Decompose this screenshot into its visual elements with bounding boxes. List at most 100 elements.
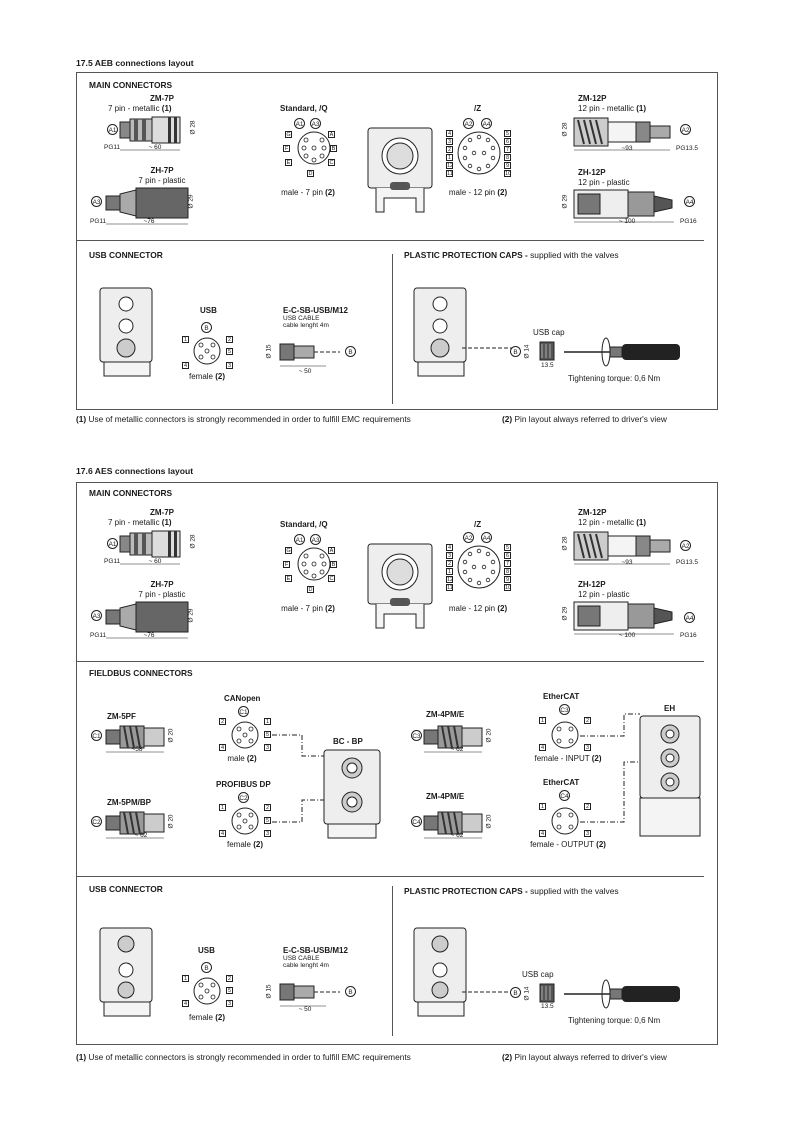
tag-c3: C3 xyxy=(559,704,570,715)
z-pin-7: 7 xyxy=(504,146,511,153)
ecsb-name: E-C-SB-USB/M12 xyxy=(283,946,348,955)
ecat2-pin-4: 4 xyxy=(539,830,546,837)
zh12p-desc: 12 pin - plastic xyxy=(578,590,630,599)
tag-c2: C2 xyxy=(238,792,249,803)
usb-connector-header: USB CONNECTOR xyxy=(89,250,163,260)
zm12p-dia: Ø 28 xyxy=(561,122,569,137)
cap-len: 13.5 xyxy=(541,362,554,369)
z-pin-2: 2 xyxy=(446,560,453,567)
ecat2-pin-3: 3 xyxy=(584,830,591,837)
tag-c4: C4 xyxy=(559,790,570,801)
tag-a3: A3 xyxy=(91,196,102,207)
tag-b-usb: B xyxy=(201,322,212,333)
canopen-pin-2: 2 xyxy=(219,718,226,725)
profibus-pin-5: 5 xyxy=(264,817,271,824)
canopen-pin-1: 1 xyxy=(264,718,271,725)
pin-g: G xyxy=(285,131,292,138)
usb-cap-drawing xyxy=(539,341,555,361)
std-caption: male - 7 pin (2) xyxy=(281,188,335,197)
zm7p-name: ZM-7P xyxy=(150,94,174,103)
ecat2-pin-2: 2 xyxy=(584,803,591,810)
usb-cap-label: USB cap xyxy=(533,328,565,337)
zm5pmbp-connector-drawing xyxy=(105,811,165,839)
zh7p-pg: PG11 xyxy=(90,218,107,225)
tag-c1-plug: C1 xyxy=(91,730,102,741)
zh7p-dia: Ø 29 xyxy=(187,194,195,209)
z-pin-10: 10 xyxy=(504,170,512,177)
zh12p-len: ~ 100 xyxy=(618,632,636,639)
ecsb-name: E-C-SB-USB/M12 xyxy=(283,306,348,315)
zm4pme-name-2: ZM-4PM/E xyxy=(426,792,465,801)
zh7p-len: ~76 xyxy=(143,218,155,225)
profibus-name: PROFIBUS DP xyxy=(216,780,271,789)
driver-housing-drawing xyxy=(367,543,433,629)
usb-pin-1: 1 xyxy=(182,975,189,982)
zm7p-desc: 7 pin - metallic (1) xyxy=(108,518,172,527)
divider xyxy=(76,876,704,877)
divider xyxy=(76,661,704,662)
usb-cable-drawing xyxy=(279,983,340,1007)
eh-module-drawing xyxy=(580,713,701,837)
zm4pme-connector-drawing-1 xyxy=(423,725,483,753)
zm12p-pg: PG13.5 xyxy=(676,145,699,152)
standard-q-name: Standard, /Q xyxy=(280,104,328,113)
tag-a1-std: A1 xyxy=(294,118,305,129)
tag-b-cap: B xyxy=(510,987,521,998)
z-name: /Z xyxy=(474,520,482,529)
zh12p-dia: Ø 29 xyxy=(561,194,569,209)
main-connectors-header: MAIN CONNECTORS xyxy=(89,488,173,498)
zm7p-len: ~ 60 xyxy=(148,558,162,565)
zh7p-desc: 7 pin - plastic xyxy=(138,590,186,599)
tag-a3: A3 xyxy=(91,610,102,621)
z-pin-7: 7 xyxy=(504,560,511,567)
zm4pme-connector-drawing-2 xyxy=(423,811,483,839)
footnote-1: (1) Use of metallic connectors is strong… xyxy=(76,1052,411,1062)
zh12p-pg: PG16 xyxy=(680,632,697,639)
zm5pf-dia: Ø 20 xyxy=(167,728,175,743)
usb-pin-2: 2 xyxy=(226,336,233,343)
tag-b-cable: B xyxy=(345,346,356,357)
ecsb-len: ~ 50 xyxy=(298,1006,312,1013)
pin-c: C xyxy=(328,575,335,582)
pin-a: A xyxy=(328,547,335,554)
section-title-17-5: 17.5 AEB connections layout xyxy=(76,58,194,68)
canopen-name: CANopen xyxy=(224,694,261,703)
zm5pmbp-name: ZM-5PM/BP xyxy=(107,798,151,807)
profibus-pin-3: 3 xyxy=(264,830,271,837)
z-pin-5: 5 xyxy=(504,130,511,137)
driver-housing-drawing xyxy=(367,127,433,213)
z-pin-10: 10 xyxy=(504,584,512,591)
profibus-pin-1: 1 xyxy=(219,804,226,811)
tag-c1: C1 xyxy=(238,706,249,717)
ecat1-pin-3: 3 xyxy=(584,744,591,751)
pin-e: E xyxy=(285,575,292,582)
zm4pme-dia-2: Ø 20 xyxy=(485,814,493,829)
ethercat-name-2: EtherCAT xyxy=(543,778,580,787)
usb-name: USB xyxy=(200,306,217,315)
profibus-5pin-face xyxy=(231,807,259,835)
zm12p-connector-drawing xyxy=(573,117,671,151)
z-pin-12: 12 xyxy=(446,162,454,169)
canopen-5pin-face xyxy=(231,721,259,749)
eh-label: EH xyxy=(664,704,676,713)
pin-d: D xyxy=(307,170,314,177)
divider-vertical xyxy=(392,886,393,1036)
ecsb-line2: cable lenght 4m xyxy=(283,962,329,969)
footnote-1: (1) Use of metallic connectors is strong… xyxy=(76,414,411,424)
ecsb-line1: USB CABLE xyxy=(283,955,320,962)
tag-a4-z: A4 xyxy=(481,532,492,543)
zm12p-pg: PG13.5 xyxy=(676,559,699,566)
zm4pme-name-1: ZM-4PM/E xyxy=(426,710,465,719)
usb-caption: female (2) xyxy=(188,1013,225,1022)
z-pin-4: 4 xyxy=(446,130,453,137)
zm5pmbp-dia: Ø 20 xyxy=(167,814,175,829)
z-pin-9: 9 xyxy=(504,576,511,583)
bcbp-label: BC - BP xyxy=(333,737,363,746)
canopen-caption: male (2) xyxy=(227,754,257,763)
fieldbus-connectors-header: FIELDBUS CONNECTORS xyxy=(89,668,193,678)
usb-cable-drawing xyxy=(279,343,340,367)
std-7pin-face xyxy=(297,547,331,581)
screwdriver-drawing xyxy=(564,337,680,367)
driver-usb-drawing xyxy=(99,927,153,1017)
torque-label: Tightening torque: 0,6 Nm xyxy=(568,1016,661,1025)
